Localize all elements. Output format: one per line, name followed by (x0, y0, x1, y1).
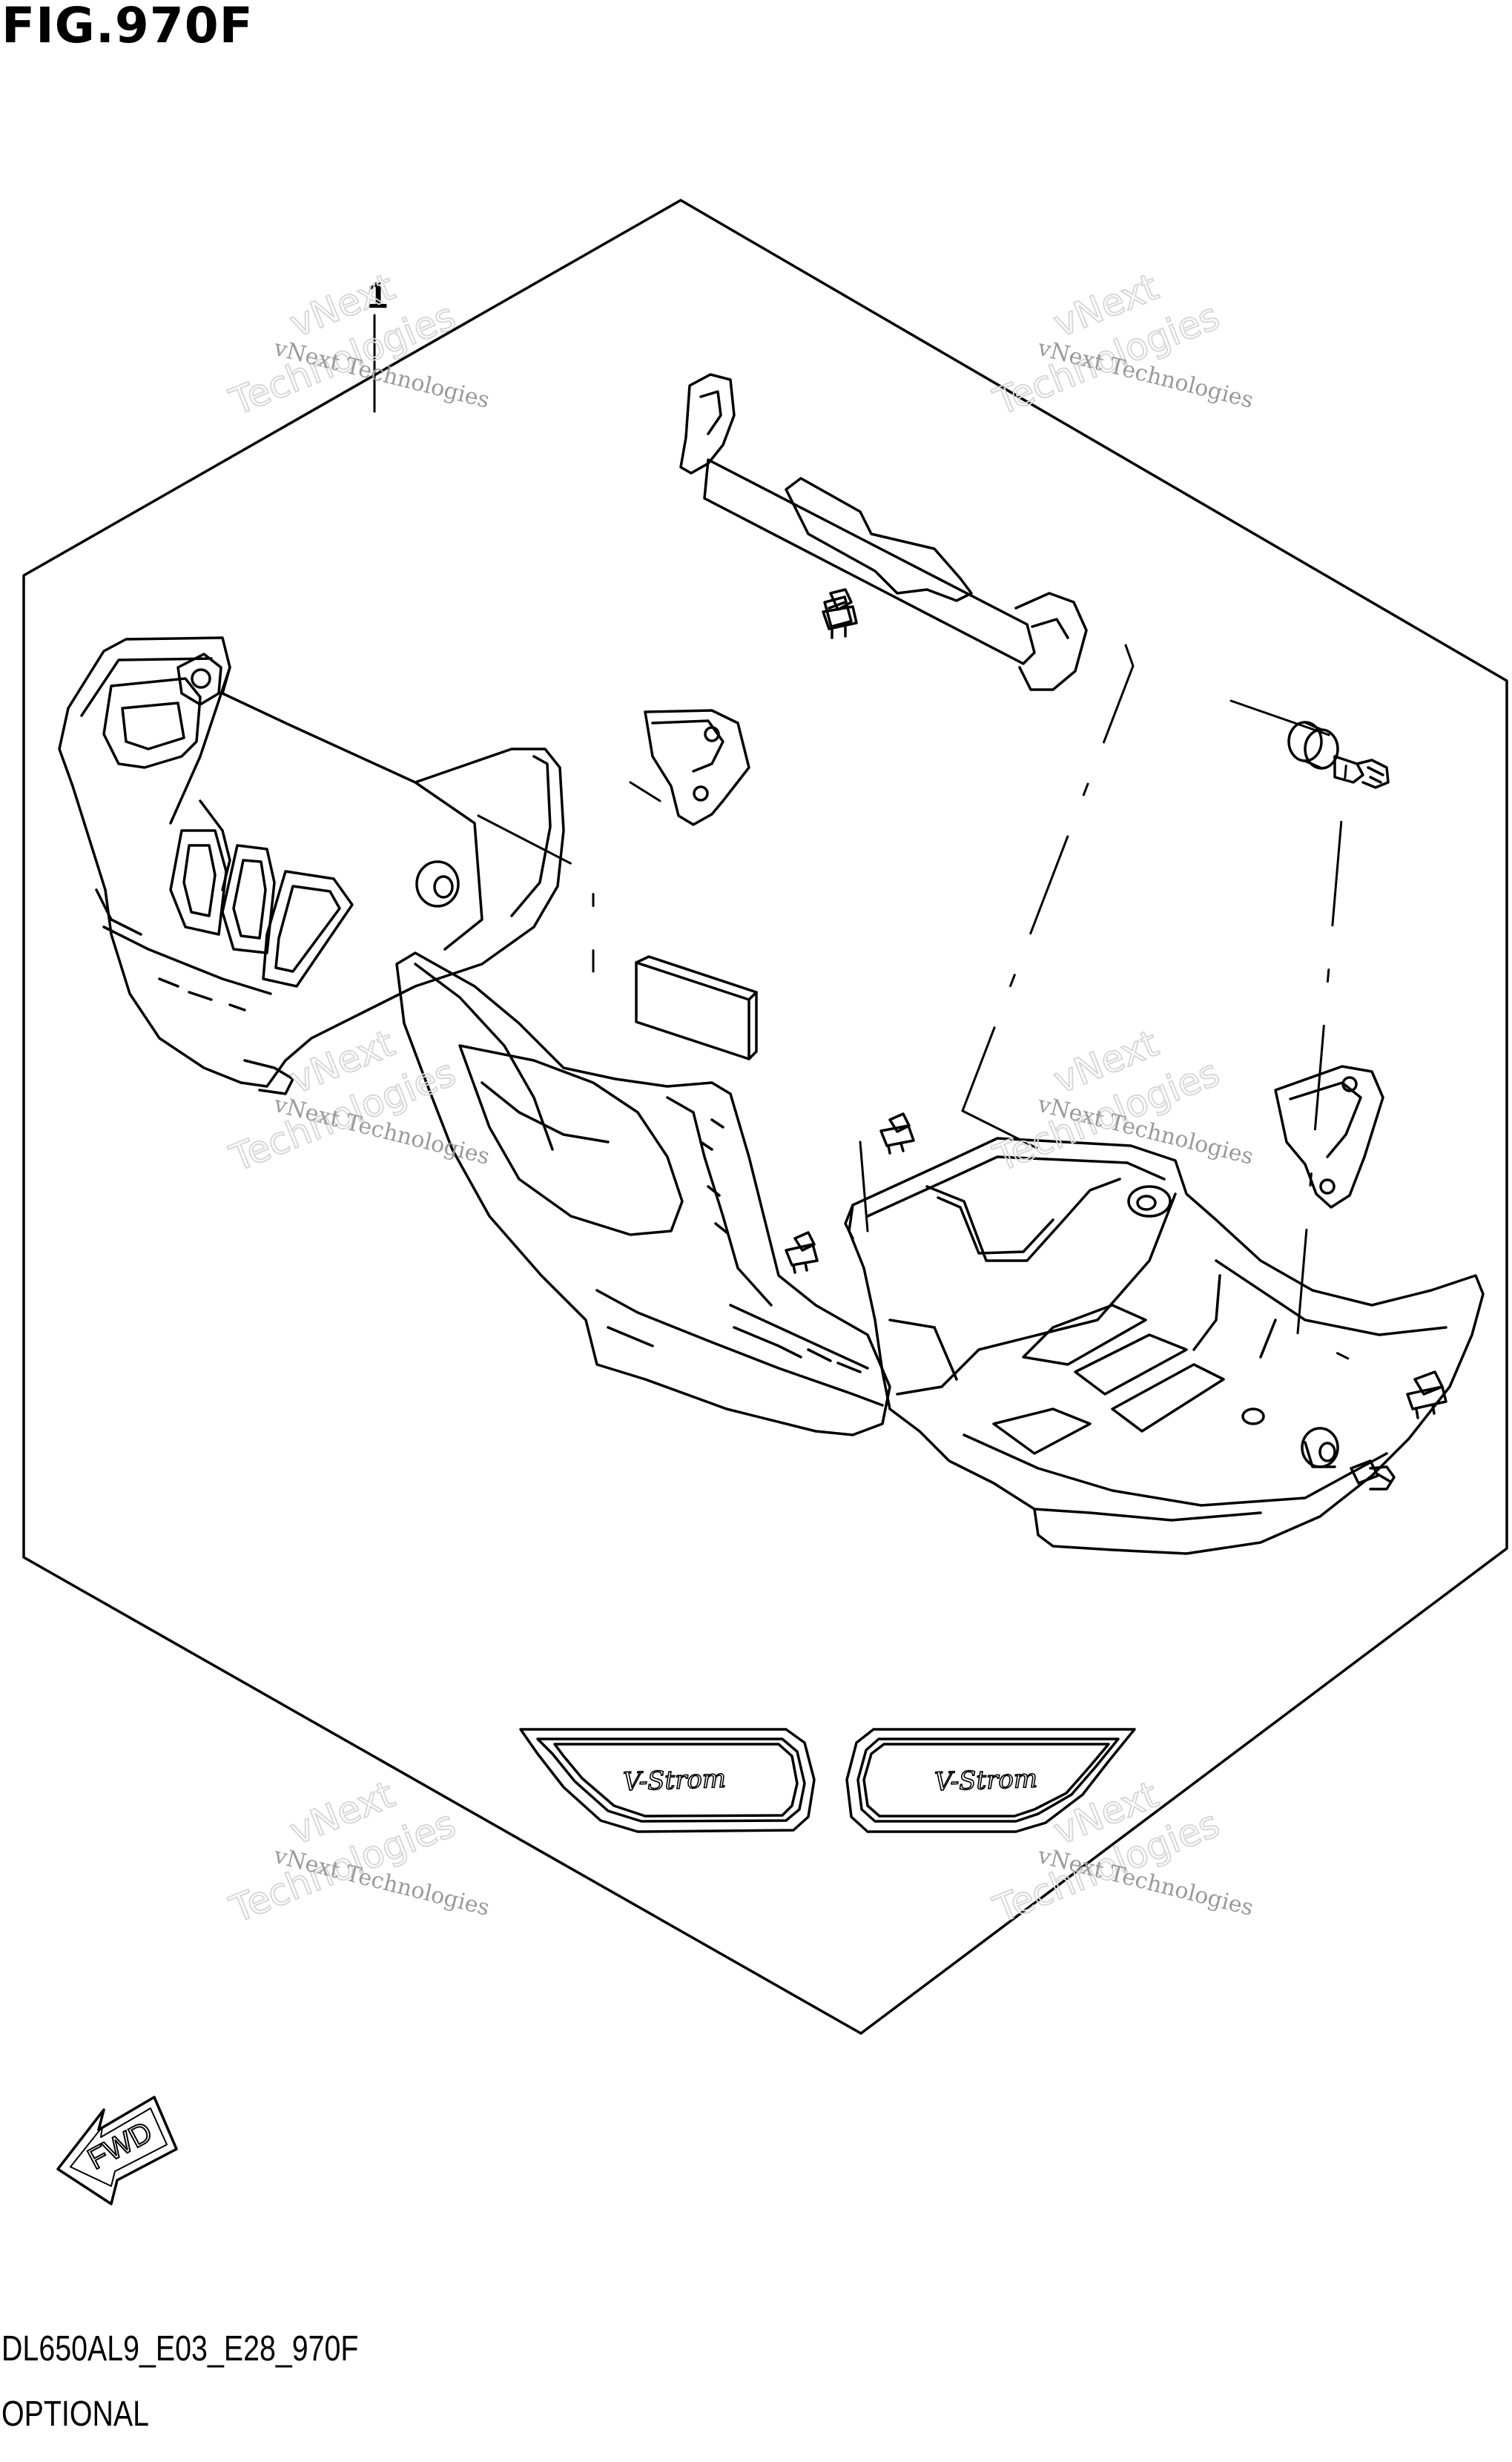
bolt-top-center (822, 588, 858, 639)
rubber-damper-block (635, 955, 758, 1060)
watermark-bottom-left: vNext Technologies vNext Technologies (223, 1772, 492, 1933)
figure-code: DL650AL9_E03_E28_970F (1, 2329, 359, 2369)
watermark-top-left: vNext Technologies vNext Technologies (223, 265, 492, 425)
emblem-left (519, 1728, 816, 1833)
fwd-arrow-icon (56, 2096, 178, 2205)
collar-lower (1301, 1427, 1339, 1468)
watermark-bottom-right: vNext Technologies vNext Technologies (987, 1772, 1256, 1933)
left-skid-plate (395, 951, 891, 1436)
bolt-lower-right (1350, 1459, 1396, 1491)
left-engine-guard (58, 636, 565, 1095)
bolt-mid-left (879, 1112, 915, 1155)
emblem-right-text: V-Strom (934, 1764, 1038, 1798)
right-bracket (1274, 1065, 1384, 1209)
watermark-mid-left: vNext Technologies vNext Technologies (223, 1021, 492, 1181)
watermark-mid-right: vNext Technologies vNext Technologies (987, 1021, 1256, 1181)
watermark-top-right: vNext Technologies vNext Technologies (987, 265, 1256, 425)
assembly-guide-lines (477, 644, 1359, 1364)
kit-boundary (22, 199, 1508, 2035)
right-engine-guard (844, 1137, 1485, 1555)
upper-bar-bracket (679, 373, 1088, 691)
bolt-lower-left (785, 1231, 819, 1274)
callout-label-1: 1 (367, 274, 388, 316)
bolt-right-side (1406, 1370, 1447, 1419)
collar-upper (1287, 721, 1339, 770)
emblem-left-text: V-Strom (623, 1764, 727, 1798)
emblem-right (845, 1728, 1136, 1833)
figure-title: FIG.970F (1, 0, 254, 54)
left-bracket (644, 709, 750, 826)
figure-name: OPTIONAL (1, 2395, 150, 2434)
bolt-upper-right (1333, 755, 1390, 789)
